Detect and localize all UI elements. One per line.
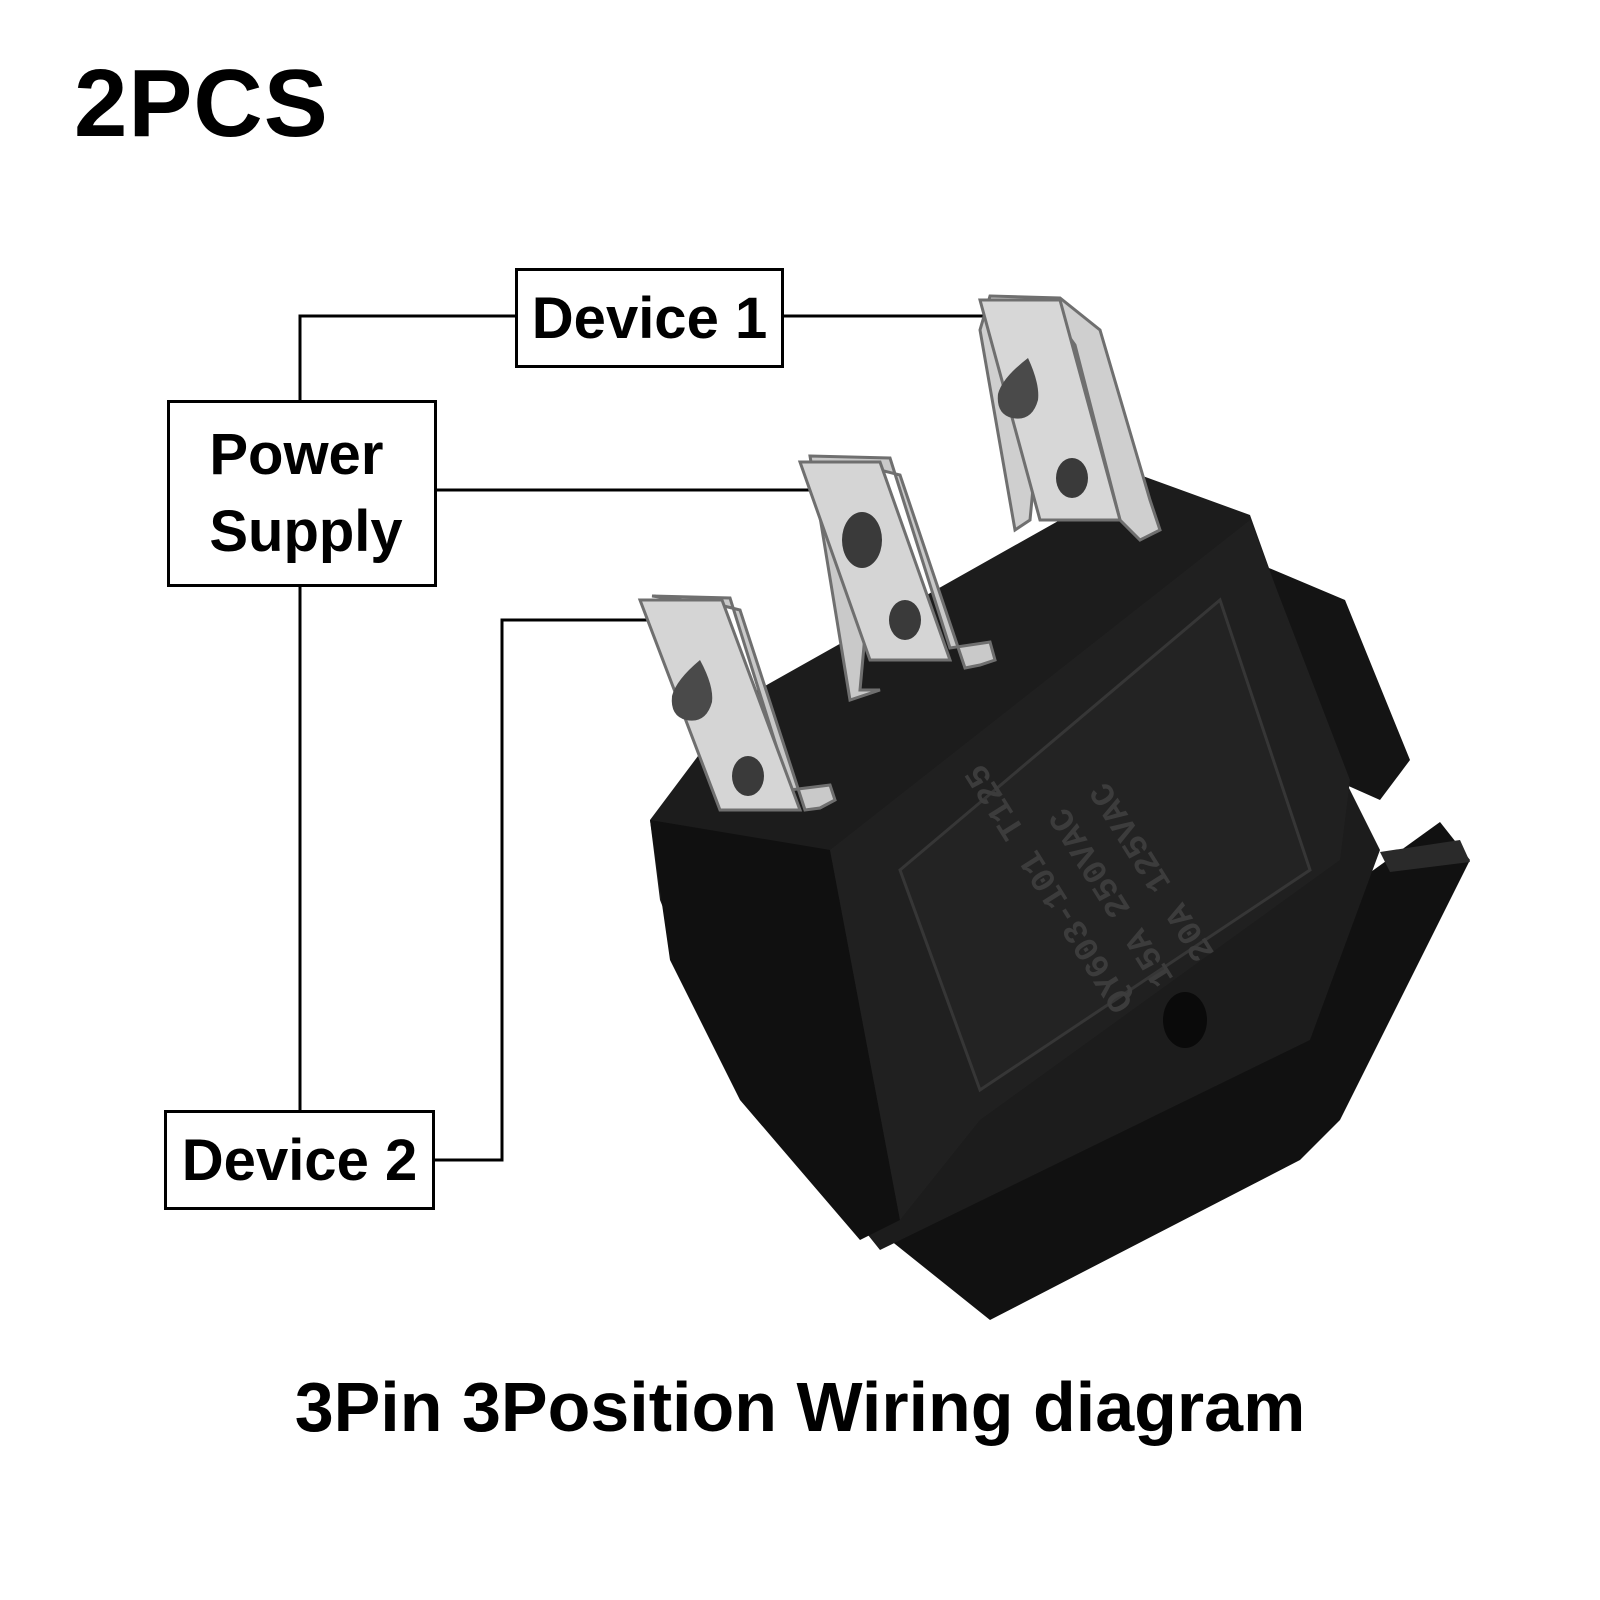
terminal-3 xyxy=(637,594,837,812)
device-2-label: Device 2 xyxy=(181,1127,418,1193)
terminal-1 xyxy=(978,294,1162,542)
wires xyxy=(298,314,1006,1162)
power-supply-label-line2: Supply xyxy=(209,498,403,564)
power-supply-box: Power Supply xyxy=(167,400,437,587)
rocker-cap-edge xyxy=(1380,840,1470,872)
rocker-switch-image: QY603-101 T125 15A 250VAC 20A 125VAC xyxy=(637,294,1470,1320)
terminal-2 xyxy=(797,454,997,702)
quantity-heading: 2PCS xyxy=(74,50,329,157)
device-2-box: Device 2 xyxy=(164,1110,435,1210)
diagram-caption: 3Pin 3Position Wiring diagram xyxy=(294,1368,1306,1446)
device-1-box: Device 1 xyxy=(515,268,784,368)
wire-device2-to-terminal3 xyxy=(435,618,660,1162)
switch-body-side xyxy=(650,820,900,1240)
power-supply-label-line1: Power xyxy=(209,421,384,487)
embossed-panel xyxy=(898,597,1312,1093)
device-1-label: Device 1 xyxy=(531,285,768,351)
mounting-dimple xyxy=(1163,992,1207,1048)
wire-power-to-device1 xyxy=(298,314,515,400)
